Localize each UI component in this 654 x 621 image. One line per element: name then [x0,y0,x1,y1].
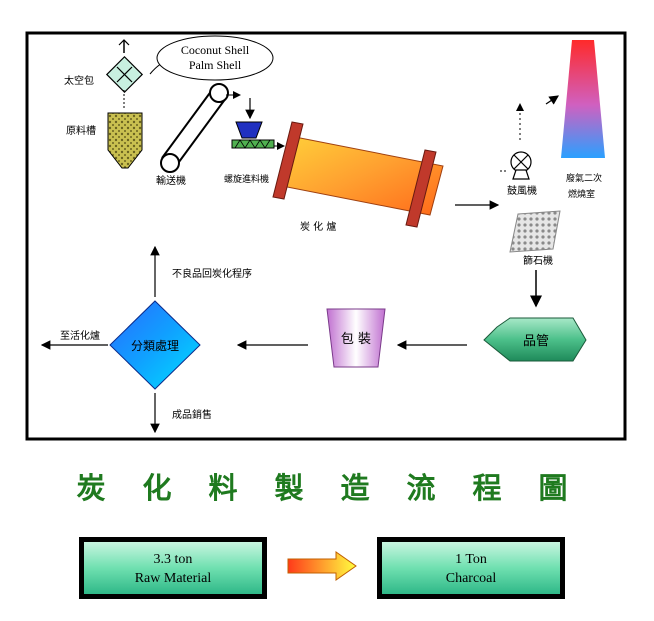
title-char: 造 [340,471,369,505]
conversion-arrow [287,551,357,581]
diagram-title: 炭 化 料 製 造 流 程 圖 [76,471,567,505]
label-fan: 鼓風機 [507,184,537,197]
title-char: 炭 [76,471,105,505]
title-char: 程 [472,471,501,505]
label-product-tank: 品管 [523,334,549,349]
label-bulk-bag: 太空包 [64,74,94,87]
label-crusher: 篩石機 [523,254,553,267]
feed-hopper [107,112,143,169]
label-sorting: 分類處理 [131,339,179,353]
quality-control-tank [483,317,587,362]
input-line-2: Raw Material [135,571,212,586]
bulk-bag [105,39,144,94]
label-conveyor: 輸送機 [156,174,186,187]
label-to-activation: 至活化爐 [60,329,100,342]
bubble-line-1: Coconut Shell [181,43,250,57]
packaging-bag [326,308,386,368]
output-line-1: 1 Ton [455,552,487,567]
title-char: 化 [142,471,171,505]
blower-fan [510,151,532,180]
speech-bubble: Coconut Shell Palm Shell [149,35,274,81]
label-secondary-chamber-b: 燃燒室 [568,188,595,200]
screw-feeder [231,121,275,149]
carbonization-kiln [272,121,444,228]
title-char: 圖 [538,471,567,505]
sorting-process [109,300,201,390]
secondary-combustion-stack [561,40,605,158]
label-secondary-chamber-a: 廢氣二次 [566,172,602,184]
label-recycle: 不良品回炭化程序 [172,267,252,280]
charcoal-box: 1 Ton Charcoal [377,537,565,599]
stone-screen [509,210,561,253]
title-char: 流 [406,471,435,505]
label-screw-feeder: 螺旋進料機 [224,173,269,185]
raw-material-box: 3.3 ton Raw Material [79,537,267,599]
input-line-1: 3.3 ton [154,552,193,567]
label-packaging: 包 裝 [341,332,371,347]
belt-conveyor [160,83,229,173]
output-line-2: Charcoal [446,571,497,586]
title-char: 料 [208,471,237,505]
bubble-line-2: Palm Shell [189,58,242,72]
label-feed-hopper: 原料槽 [66,124,96,137]
label-sales: 成品銷售 [172,408,212,421]
title-char: 製 [274,471,303,505]
label-kiln: 炭 化 爐 [300,220,336,233]
